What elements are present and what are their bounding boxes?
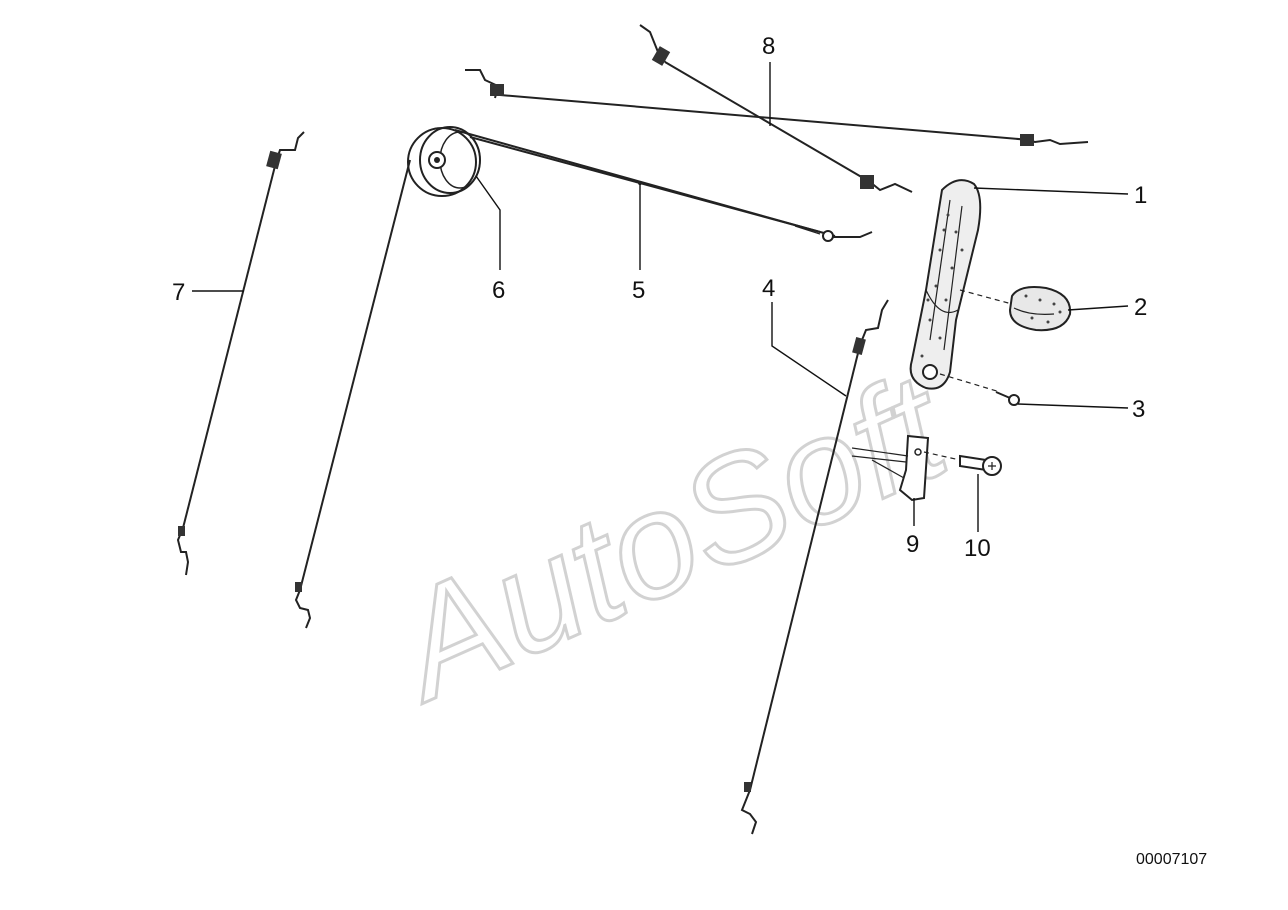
rods-part-8 (465, 24, 1089, 193)
leader-lines (192, 62, 1129, 532)
callout-1: 1 (1134, 182, 1147, 209)
screw-part-10 (923, 451, 1002, 476)
knob-part-2 (959, 286, 1072, 332)
callout-3: 3 (1132, 396, 1145, 423)
screw-part-3 (939, 373, 1020, 406)
callout-9: 9 (906, 531, 919, 558)
lever-part-1 (909, 179, 982, 390)
bracket-part-9 (851, 434, 930, 502)
watermark-text: AutoSoft (366, 340, 972, 733)
cable-from-pulley-down (294, 159, 411, 629)
callout-8: 8 (762, 33, 775, 60)
callout-4: 4 (762, 275, 775, 302)
rod-part-4 (740, 299, 889, 835)
cable-part-5 (454, 129, 873, 242)
callout-6: 6 (492, 277, 505, 304)
pulley-part-6 (407, 126, 481, 197)
callout-5: 5 (632, 277, 645, 304)
rod-part-7 (176, 131, 305, 576)
document-number: 00007107 (1136, 851, 1207, 868)
callout-7: 7 (172, 279, 185, 306)
callout-2: 2 (1134, 294, 1147, 321)
callout-10: 10 (964, 535, 991, 562)
